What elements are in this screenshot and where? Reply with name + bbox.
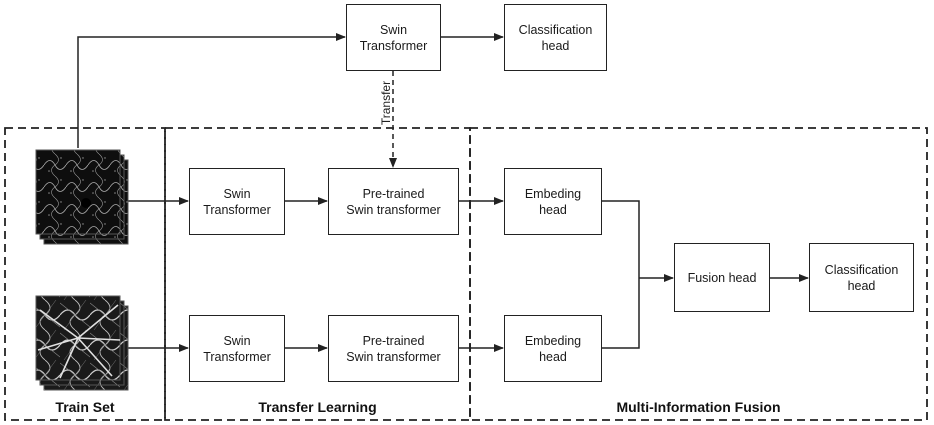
- swin-transformer-node-2: Swin Transformer: [189, 315, 285, 382]
- multi-information-fusion-label: Multi-Information Fusion: [616, 399, 781, 415]
- pretrained-swin-node-1: Pre-trained Swin transformer: [328, 168, 459, 235]
- retina-vessel-icon: [35, 295, 129, 391]
- top-classification-head-node: Classification head: [504, 4, 607, 71]
- fusion-region: [469, 127, 928, 421]
- embeding-head-node-1: Embeding head: [504, 168, 602, 235]
- fusion-head-node: Fusion head: [674, 243, 770, 312]
- classification-head-node: Classification head: [809, 243, 914, 312]
- transfer-learning-label: Transfer Learning: [258, 399, 377, 415]
- transfer-edge-label: Transfer: [379, 80, 393, 126]
- embeding-head-node-2: Embeding head: [504, 315, 602, 382]
- swin-transformer-node-1: Swin Transformer: [189, 168, 285, 235]
- retina-oct-angiography-icon: [35, 149, 129, 245]
- pretrained-swin-node-2: Pre-trained Swin transformer: [328, 315, 459, 382]
- transfer-learning-region: [164, 127, 471, 421]
- line-embed1-to-merge: [602, 200, 640, 349]
- arrow-image-to-top-swin: [77, 33, 346, 148]
- top-swin-transformer-node: Swin Transformer: [346, 4, 441, 71]
- train-set-label: Train Set: [55, 399, 115, 415]
